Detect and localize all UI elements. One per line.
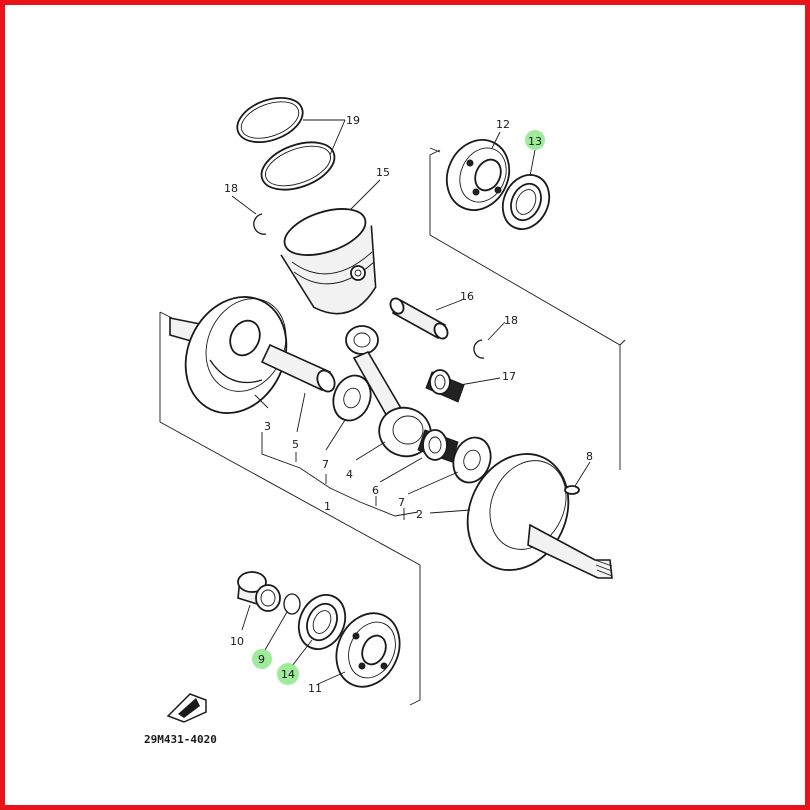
- thrust-washer-left: [332, 374, 372, 422]
- callout-12: 12: [496, 118, 510, 131]
- circlip-top: [253, 213, 267, 235]
- piston-rings: [236, 96, 336, 191]
- callout-13: 13: [528, 135, 542, 148]
- leader-lines: [231, 119, 591, 685]
- spacer-collar: [237, 571, 281, 612]
- callout-19: 19: [346, 114, 360, 127]
- fwd-arrow-icon: [166, 693, 207, 723]
- connecting-rod: [345, 325, 432, 458]
- callout-10: 10: [230, 635, 244, 648]
- callout-8: 8: [586, 450, 593, 463]
- callout-18-right: 18: [504, 314, 518, 327]
- callout-16: 16: [460, 290, 474, 303]
- callout-4: 4: [346, 468, 353, 481]
- callout-5: 5: [292, 438, 299, 451]
- bearing-bottom: [335, 612, 401, 688]
- callout-7-left: 7: [322, 458, 329, 471]
- piston-pin: [389, 297, 449, 340]
- callout-18-top: 18: [224, 182, 238, 195]
- callout-1: 1: [324, 500, 331, 513]
- diagram-code: 29M431-4020: [144, 733, 217, 746]
- callout-3: 3: [264, 420, 271, 433]
- thrust-washer-right: [452, 436, 492, 484]
- crank-pin: [260, 343, 336, 393]
- big-end-bearing: [417, 429, 459, 463]
- oil-seal-bottom: [297, 594, 347, 650]
- oil-seal-top: [501, 174, 551, 230]
- piston: [280, 208, 377, 315]
- callout-17: 17: [502, 370, 516, 383]
- callout-14: 14: [281, 668, 295, 681]
- crank-left: [169, 296, 288, 414]
- group-bracket-lines: [159, 147, 626, 706]
- o-ring: [283, 593, 301, 615]
- crank-right: [466, 453, 613, 579]
- callout-9: 9: [258, 653, 265, 666]
- callout-labels: 19 18 15 12 13 16 18 17 3 5 7 4 6 7 1 2 …: [224, 114, 593, 695]
- small-end-bearing: [425, 369, 465, 403]
- callout-6: 6: [372, 484, 379, 497]
- callout-15: 15: [376, 166, 390, 179]
- woodruff-key: [564, 485, 580, 495]
- bearing-top: [445, 139, 511, 211]
- callout-11: 11: [308, 682, 322, 695]
- callout-7-right: 7: [398, 496, 405, 509]
- circlip-right: [473, 339, 485, 359]
- callout-2: 2: [416, 508, 423, 521]
- callout-highlights: [252, 130, 545, 685]
